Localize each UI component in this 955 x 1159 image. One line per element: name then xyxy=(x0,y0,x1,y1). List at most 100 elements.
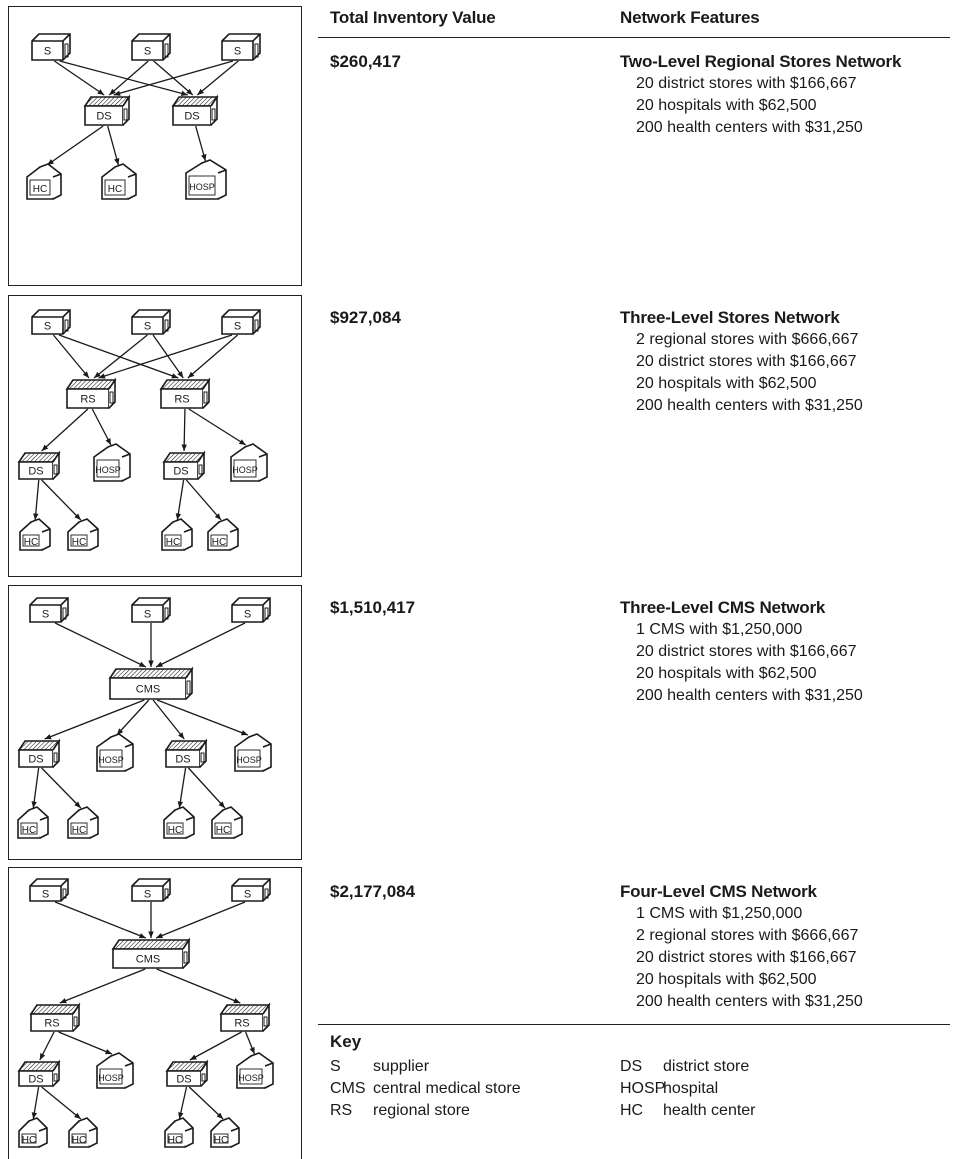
flow-arrow xyxy=(54,901,147,939)
building-label: DS xyxy=(184,111,199,123)
building-label: HOSP xyxy=(95,465,121,475)
building-label: S xyxy=(234,46,241,58)
flow-arrow xyxy=(31,767,40,809)
network-features: Three-Level Stores Network 2 regional st… xyxy=(620,308,955,417)
header-network-features: Network Features xyxy=(620,8,760,27)
health_center-building-icon: HC xyxy=(210,1117,240,1148)
health_center-building-icon: HC xyxy=(18,1117,48,1148)
regional-building-icon: RS xyxy=(159,377,211,409)
district-building-icon: DS xyxy=(17,738,61,768)
building-label: HOSP xyxy=(232,465,258,475)
supplier-building-icon: S xyxy=(231,878,271,902)
feature-list: 20 district stores with $166,667 20 hosp… xyxy=(636,73,955,139)
feature-item: 20 district stores with $166,667 xyxy=(636,949,857,966)
flow-arrow xyxy=(155,622,246,668)
network-features: Four-Level CMS Network 1 CMS with $1,250… xyxy=(620,882,955,1013)
header-total-inventory-value: Total Inventory Value xyxy=(330,8,496,27)
health_center-building-icon: HC xyxy=(67,806,99,839)
flow-arrow xyxy=(91,408,112,446)
flow-arrow xyxy=(53,60,105,96)
flow-arrow xyxy=(116,699,150,736)
flow-arrow xyxy=(98,334,233,379)
network-title: Two-Level Regional Stores Network xyxy=(620,52,902,71)
building-label: HC xyxy=(72,537,86,548)
building-label: HC xyxy=(216,825,230,836)
flow-arrow xyxy=(152,334,184,379)
building-label: S xyxy=(144,889,151,901)
flow-arrow xyxy=(113,60,234,96)
flow-arrow xyxy=(41,479,82,521)
flow-arrow xyxy=(107,125,120,166)
feature-list: 2 regional stores with $666,667 20 distr… xyxy=(636,329,955,417)
hospital-building-icon: HOSP xyxy=(234,733,272,772)
regional-building-icon: RS xyxy=(65,377,117,409)
flow-arrow xyxy=(178,1086,188,1120)
building-label: CMS xyxy=(136,684,160,696)
supplier-building-icon: S xyxy=(31,309,71,335)
key-meaning: health center xyxy=(663,1102,756,1119)
building-label: RS xyxy=(234,1018,249,1030)
flow-arrow xyxy=(181,408,187,452)
building-label: DS xyxy=(28,1074,43,1086)
network-title: Four-Level CMS Network xyxy=(620,882,817,901)
key-entry: HOSPhospital xyxy=(620,1078,756,1100)
building-label: S xyxy=(42,889,49,901)
feature-item: 20 district stores with $166,667 xyxy=(636,353,857,370)
feature-item: 200 health centers with $31,250 xyxy=(636,397,863,414)
flow-arrow xyxy=(244,1031,256,1055)
building-label: HC xyxy=(212,537,226,548)
building-label: DS xyxy=(96,111,111,123)
supplier-building-icon: S xyxy=(29,597,69,623)
district-building-icon: DS xyxy=(17,450,61,480)
hospital-building-icon: HOSP xyxy=(185,159,227,200)
health_center-building-icon: HC xyxy=(164,1117,194,1148)
health_center-building-icon: HC xyxy=(68,1117,98,1148)
flow-arrow xyxy=(39,1031,55,1061)
key-abbr: S xyxy=(330,1058,341,1075)
total-inventory-value: $1,510,417 xyxy=(330,598,416,617)
feature-item: 20 hospitals with $62,500 xyxy=(636,97,817,114)
key-meaning: supplier xyxy=(373,1058,430,1075)
building-label: S xyxy=(144,46,151,58)
total-inventory-value: $260,417 xyxy=(330,52,401,71)
flow-arrow xyxy=(41,1086,82,1120)
key-abbr: DS xyxy=(620,1058,643,1075)
supplier-building-icon: S xyxy=(131,309,171,335)
feature-item: 200 health centers with $31,250 xyxy=(636,993,863,1010)
district-building-icon: DS xyxy=(162,450,206,480)
flow-arrow xyxy=(187,334,239,379)
key-abbr: HOSP xyxy=(620,1080,666,1097)
district-building-icon: DS xyxy=(165,1059,209,1087)
feature-item: 20 district stores with $166,667 xyxy=(636,643,857,660)
flow-arrow xyxy=(195,125,207,162)
feature-item: 200 health centers with $31,250 xyxy=(636,119,863,136)
building-label: DS xyxy=(173,466,188,478)
health_center-building-icon: HC xyxy=(17,806,49,839)
hospital-building-icon: HOSP xyxy=(93,443,131,482)
flow-arrow xyxy=(187,767,226,809)
network-title: Three-Level Stores Network xyxy=(620,308,840,327)
building-label: DS xyxy=(28,754,43,766)
flow-arrow xyxy=(156,699,249,736)
flow-arrow xyxy=(46,125,104,166)
flow-arrow xyxy=(108,60,149,96)
building-label: CMS xyxy=(136,954,160,966)
health_center-building-icon: HC xyxy=(161,518,193,551)
cms-building-icon: CMS xyxy=(111,937,191,969)
district-building-icon: DS xyxy=(17,1059,61,1087)
flow-arrow xyxy=(52,334,90,379)
building-label: HC xyxy=(33,184,47,195)
flow-arrow xyxy=(54,622,147,668)
flow-arrow xyxy=(41,408,89,452)
building-label: HOSP xyxy=(98,1073,124,1083)
feature-item: 200 health centers with $31,250 xyxy=(636,687,863,704)
